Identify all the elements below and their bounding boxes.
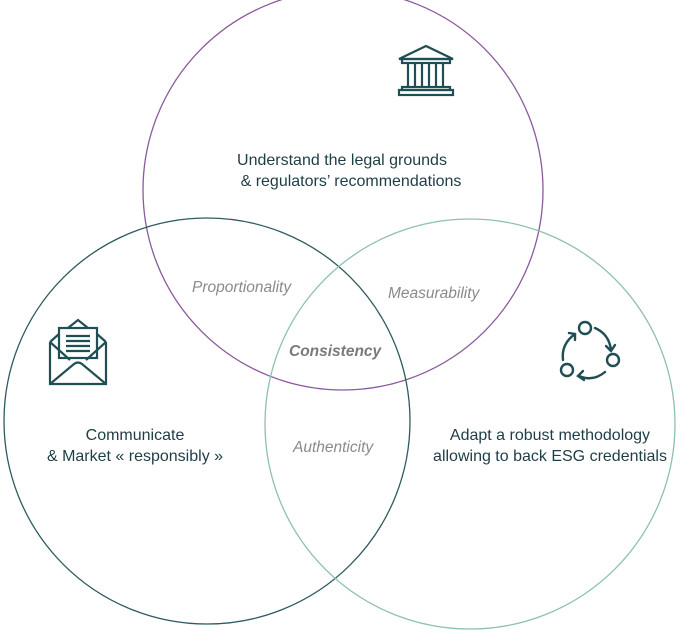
legal-label-line2: & regulators’ recommendations	[240, 173, 462, 190]
measurability-label: Measurability	[388, 285, 480, 302]
circle-methodology	[264, 218, 676, 630]
bank-icon	[397, 44, 455, 97]
circle-communicate	[3, 217, 411, 625]
legal-label-line1: Understand the legal grounds	[237, 152, 447, 169]
consistency-label: Consistency	[289, 343, 382, 360]
methodology-label-line2: allowing to back ESG credentials	[433, 448, 667, 465]
envelope-icon	[48, 318, 108, 386]
methodology-label: Adapt a robust methodology allowing to b…	[420, 425, 680, 467]
communicate-label-line2: & Market « responsibly »	[46, 448, 224, 465]
methodology-label-line1: Adapt a robust methodology	[449, 427, 651, 444]
circle-legal	[142, 0, 544, 391]
communicate-label-line1: Communicate	[85, 427, 185, 444]
legal-label: Understand the legal grounds & regulator…	[222, 150, 462, 192]
proportionality-label: Proportionality	[192, 279, 292, 296]
authenticity-label: Authenticity	[293, 439, 374, 456]
communicate-label: Communicate & Market « responsibly »	[30, 425, 240, 467]
cycle-icon	[559, 320, 621, 382]
